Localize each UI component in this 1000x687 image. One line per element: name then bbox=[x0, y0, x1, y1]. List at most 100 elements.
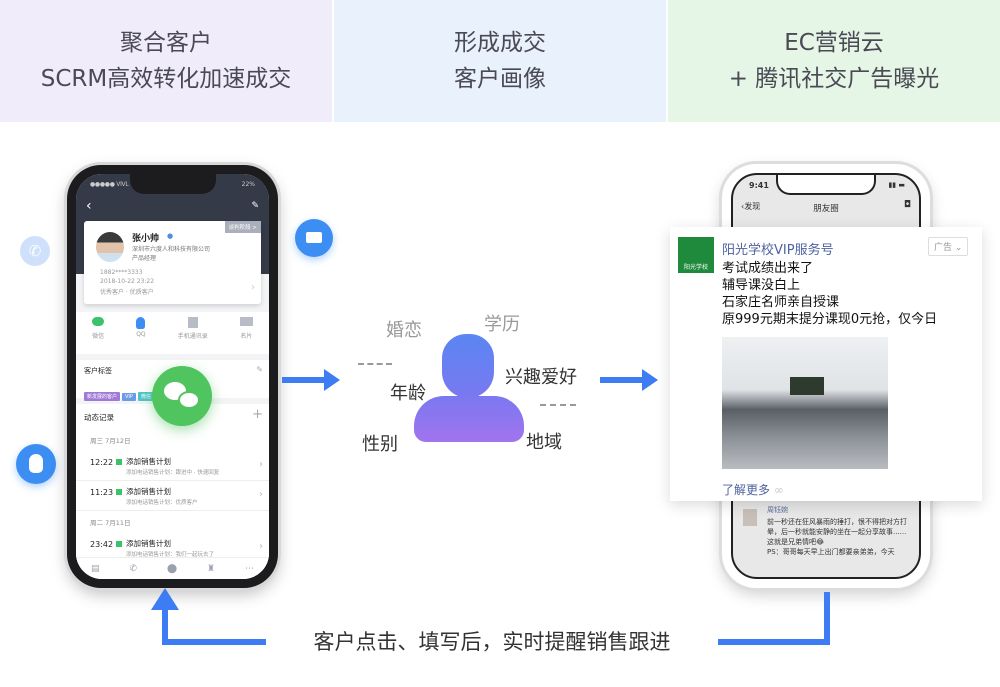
contact-company: 深圳市六度人和科技有限公司 bbox=[132, 246, 211, 253]
mail-icon bbox=[295, 219, 333, 257]
record-time: 12:22 bbox=[90, 458, 114, 467]
camera-icon[interactable]: ◘ bbox=[903, 200, 911, 210]
edit-icon[interactable]: ✎ bbox=[251, 201, 259, 211]
ad-badge-label: 广告 bbox=[934, 243, 953, 253]
portrait-label: 学历 bbox=[484, 314, 520, 335]
business-card-icon bbox=[239, 317, 253, 326]
comment-ps: PS：哥哥每天早上出门都要亲弟弟，今天 bbox=[767, 548, 895, 556]
person-silhouette-icon bbox=[414, 334, 524, 444]
record-title: 添加销售计划 bbox=[126, 487, 171, 496]
learn-more-label: 了解更多 bbox=[722, 483, 771, 497]
contact-label: QQ bbox=[136, 331, 146, 338]
record-time: 11:23 bbox=[90, 488, 114, 497]
header-aggregate: 聚合客户 SCRM高效转化加速成交 bbox=[0, 0, 332, 122]
contact-date: 2018-10-22 23:22 bbox=[100, 278, 155, 285]
loop-line bbox=[824, 592, 830, 645]
comment-text: 前一秒还在狂风暴雨的捶打，恨不得把对方打晕，后一秒就能安静的坐在一起分享故事..… bbox=[767, 518, 907, 546]
status-signal: ●●●●● VIVL bbox=[90, 181, 129, 188]
loop-line bbox=[718, 639, 830, 645]
call-icon[interactable]: ✆ bbox=[129, 563, 137, 574]
status-time: 9:41 bbox=[749, 181, 769, 190]
tag: 新发展的客户 bbox=[84, 392, 121, 401]
record-title: 添加销售计划 bbox=[126, 457, 171, 466]
ad-account-name[interactable]: 阳光学校VIP服务号 bbox=[722, 243, 834, 258]
ad-card[interactable]: 阳光学校 阳光学校VIP服务号 广告 ⌄ 考试成绩出来了 辅导课没白上 石家庄名… bbox=[670, 227, 982, 501]
chevron-right-icon: › bbox=[251, 282, 255, 293]
ad-line: 石家庄名师亲自授课 bbox=[722, 295, 840, 310]
classroom-photo[interactable] bbox=[722, 337, 888, 469]
records-title: 动态记录 bbox=[84, 413, 114, 422]
ad-badge[interactable]: 广告 ⌄ bbox=[928, 237, 969, 256]
note-icon[interactable]: ▤ bbox=[90, 563, 100, 574]
link-icon: ∞ bbox=[773, 483, 784, 497]
comment-item: 周钰婉 前一秒还在狂风暴雨的捶打，恨不得把对方打晕，后一秒就能安静的坐在一起分享… bbox=[739, 505, 913, 557]
bottom-toolbar: ▤ ✆ ⬤ ♜ ⋯ bbox=[76, 557, 269, 579]
status-battery: 22% bbox=[241, 181, 255, 188]
portrait-label: 性别 bbox=[362, 434, 398, 455]
tag: 微信 bbox=[137, 392, 154, 401]
commenter-name: 周钰婉 bbox=[767, 506, 788, 514]
chevron-right-icon: › bbox=[259, 489, 263, 500]
contacts-icon bbox=[187, 317, 198, 328]
tag: VIP bbox=[122, 393, 136, 401]
header-line: SCRM高效转化加速成交 bbox=[40, 66, 292, 92]
more-icon[interactable]: ⋯ bbox=[245, 563, 254, 574]
back-label: 发现 bbox=[744, 202, 761, 211]
back-icon[interactable]: ‹ bbox=[86, 198, 92, 214]
header-ec-cloud: EC营销云 + 腾讯社交广告曝光 bbox=[668, 0, 1000, 122]
feedback-caption: 客户点击、填写后，实时提醒销售跟进 bbox=[313, 630, 671, 654]
header-line: 客户画像 bbox=[454, 66, 546, 92]
portrait-label: 年龄 bbox=[390, 383, 426, 404]
contact-phonebook[interactable]: 手机通讯录 bbox=[178, 317, 208, 354]
header-portrait: 形成成交 客户画像 bbox=[334, 0, 666, 122]
dash-divider bbox=[358, 363, 392, 365]
header-line: 形成成交 bbox=[454, 30, 546, 56]
contact-label: 微信 bbox=[92, 333, 105, 340]
edit-tags-icon[interactable]: ✎ bbox=[256, 365, 263, 374]
chevron-right-icon: › bbox=[259, 541, 263, 552]
portrait-label: 兴趣爱好 bbox=[505, 367, 577, 388]
ad-text: 考试成绩出来了 辅导课没白上 石家庄名师亲自授课 原999元期末提分课现0元抢，… bbox=[722, 260, 937, 328]
add-record-icon[interactable]: + bbox=[252, 407, 263, 422]
wechat-bubble-icon bbox=[152, 366, 212, 426]
record-sub: 添加电话销售计划：我们一起玩去了 bbox=[126, 552, 215, 558]
qq-icon bbox=[16, 444, 56, 484]
ad-line: 辅导课没白上 bbox=[722, 278, 801, 293]
contact-methods: 微信 QQ 手机通讯录 名片 bbox=[76, 312, 269, 354]
signal-battery-icon: ▮▮ ▬ bbox=[888, 181, 905, 189]
day-label: 周三 7月12日 bbox=[76, 429, 269, 451]
stage-badge[interactable]: 谈判阶段 > bbox=[224, 221, 261, 233]
wechat-icon bbox=[92, 317, 105, 326]
person-icon: ● bbox=[167, 232, 174, 240]
contact-qq[interactable]: QQ bbox=[136, 317, 146, 354]
portrait-label: 地域 bbox=[526, 432, 562, 453]
contact-level: 优秀客户 · 优质客户 bbox=[100, 289, 154, 296]
contact-label: 名片 bbox=[240, 333, 253, 340]
school-logo: 阳光学校 bbox=[678, 237, 714, 273]
header-line: EC营销云 bbox=[784, 30, 884, 56]
tags-title: 客户标签 bbox=[84, 367, 112, 375]
record-row[interactable]: 11:23 添加销售计划添加电话销售计划：优质客户 › bbox=[76, 481, 269, 511]
contact-title: 产品经理 bbox=[132, 255, 157, 262]
money-bag-icon[interactable]: ♜ bbox=[206, 563, 216, 574]
plan-icon bbox=[116, 489, 122, 495]
contact-name: 张小帅 bbox=[132, 234, 160, 244]
contact-card[interactable]: 谈判阶段 > 张小帅 ● 深圳市六度人和科技有限公司 产品经理 1882****… bbox=[84, 221, 261, 304]
contact-card-item[interactable]: 名片 bbox=[239, 317, 253, 354]
ad-line: 原999元期末提分课现0元抢，仅今日 bbox=[722, 312, 938, 327]
learn-more-link[interactable]: 了解更多 ∞ bbox=[722, 481, 784, 498]
back-button[interactable]: ‹发现 bbox=[741, 202, 761, 211]
moments-title: 朋友圈 bbox=[813, 204, 839, 214]
portrait-label: 婚恋 bbox=[386, 320, 422, 341]
record-time: 23:42 bbox=[90, 540, 114, 549]
location-icon[interactable]: ⬤ bbox=[166, 563, 178, 574]
plan-icon bbox=[116, 541, 122, 547]
header-line: 聚合客户 bbox=[120, 30, 212, 56]
header-line: + 腾讯社交广告曝光 bbox=[728, 66, 940, 92]
contact-wechat[interactable]: 微信 bbox=[92, 317, 104, 354]
day-label: 周二 7月11日 bbox=[76, 511, 269, 533]
contact-label: 手机通讯录 bbox=[177, 333, 208, 340]
record-sub: 添加电话销售计划：优质客户 bbox=[126, 500, 198, 506]
